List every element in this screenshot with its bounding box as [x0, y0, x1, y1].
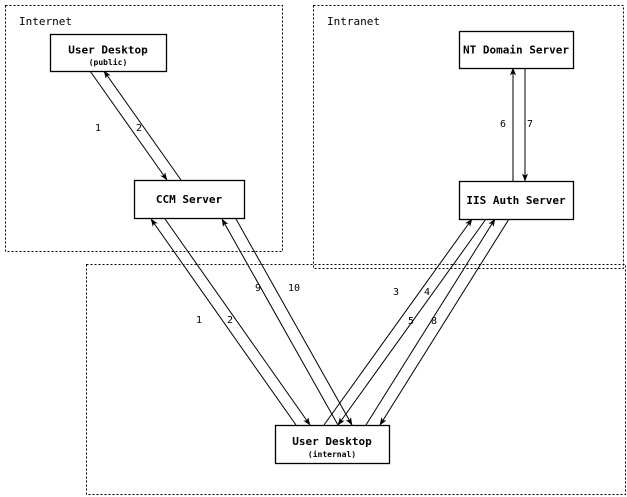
- step-label-9-user-desktop-internal: 9: [255, 283, 261, 294]
- step-label-8-iis-auth-server: 8: [431, 316, 437, 327]
- zone-boundary-internet: [5, 5, 283, 252]
- zone-boundary-intranet: [313, 5, 624, 269]
- zone-intranet: Intranet: [313, 5, 624, 269]
- flow-line-step-1-user-desktop-public-to-ccm-server: [89, 70, 168, 181]
- node-subtitle-user-desktop-internal: (internal): [308, 449, 356, 459]
- node-box-iis-auth-server: [458, 180, 575, 221]
- step-label-6-iis-auth-server: 6: [500, 119, 506, 130]
- step-label-4-iis-auth-server: 4: [424, 287, 430, 298]
- zone-internal: [86, 264, 626, 495]
- step-label-7-nt-domain-server: 7: [527, 119, 533, 130]
- zone-label-internet: Internet: [19, 15, 72, 28]
- step-label-1-user-desktop-public: 1: [95, 123, 101, 134]
- zone-internet: Internet: [5, 5, 283, 252]
- node-subtitle-user-desktop-public: (public): [89, 57, 128, 67]
- flows-layer: [89, 67, 528, 426]
- node-ccm-server: CCM Server: [133, 179, 246, 220]
- flow-line-step-1-user-desktop-internal-to-ccm-server: [150, 218, 297, 426]
- flow-line-step-4-iis-auth-server-to-user-desktop-internal: [337, 218, 487, 426]
- flow-line-step-3-user-desktop-internal-to-iis-auth-server: [323, 218, 473, 426]
- step-label-2-ccm-server: 2: [136, 123, 142, 134]
- node-title-iis-auth-server: IIS Auth Server: [466, 194, 566, 207]
- node-box-user-desktop-public: [49, 33, 168, 73]
- node-title-user-desktop-internal: User Desktop: [292, 435, 372, 448]
- step-labels-layer: 1 2 1 2 9 10 3 4 5 8 6 7: [95, 119, 533, 327]
- step-label-2-ccm-server: 2: [227, 315, 233, 326]
- zone-boundary-internal: [86, 264, 626, 495]
- zones-layer: Internet Intranet: [5, 5, 626, 495]
- flow-line-step-2-ccm-server-to-user-desktop-internal: [164, 218, 311, 426]
- step-label-1-user-desktop-internal: 1: [196, 315, 202, 326]
- node-title-ccm-server: CCM Server: [156, 193, 223, 206]
- flow-line-step-9-user-desktop-internal-to-ccm-server: [221, 218, 339, 426]
- flow-line-step-2-ccm-server-to-user-desktop-public: [103, 70, 182, 181]
- zone-label-intranet: Intranet: [327, 15, 380, 28]
- step-label-10-ccm-server: 10: [288, 283, 300, 294]
- step-label-5-user-desktop-internal: 5: [408, 316, 414, 327]
- node-box-user-desktop-internal: [274, 424, 391, 465]
- flow-line-step-8-iis-auth-server-to-user-desktop-internal: [379, 218, 510, 426]
- node-box-ccm-server: [133, 179, 246, 220]
- step-label-3-user-desktop-internal: 3: [393, 287, 399, 298]
- node-user-desktop-public: User Desktop(public): [49, 33, 168, 73]
- node-box-nt-domain-server: [458, 30, 575, 70]
- flow-line-step-5-user-desktop-internal-to-iis-auth-server: [365, 218, 496, 426]
- node-title-user-desktop-public: User Desktop: [68, 44, 148, 57]
- node-nt-domain-server: NT Domain Server: [458, 30, 575, 70]
- node-user-desktop-internal: User Desktop(internal): [274, 424, 391, 465]
- node-iis-auth-server: IIS Auth Server: [458, 180, 575, 221]
- node-title-nt-domain-server: NT Domain Server: [463, 44, 569, 57]
- flow-line-step-10-ccm-server-to-user-desktop-internal: [235, 218, 353, 426]
